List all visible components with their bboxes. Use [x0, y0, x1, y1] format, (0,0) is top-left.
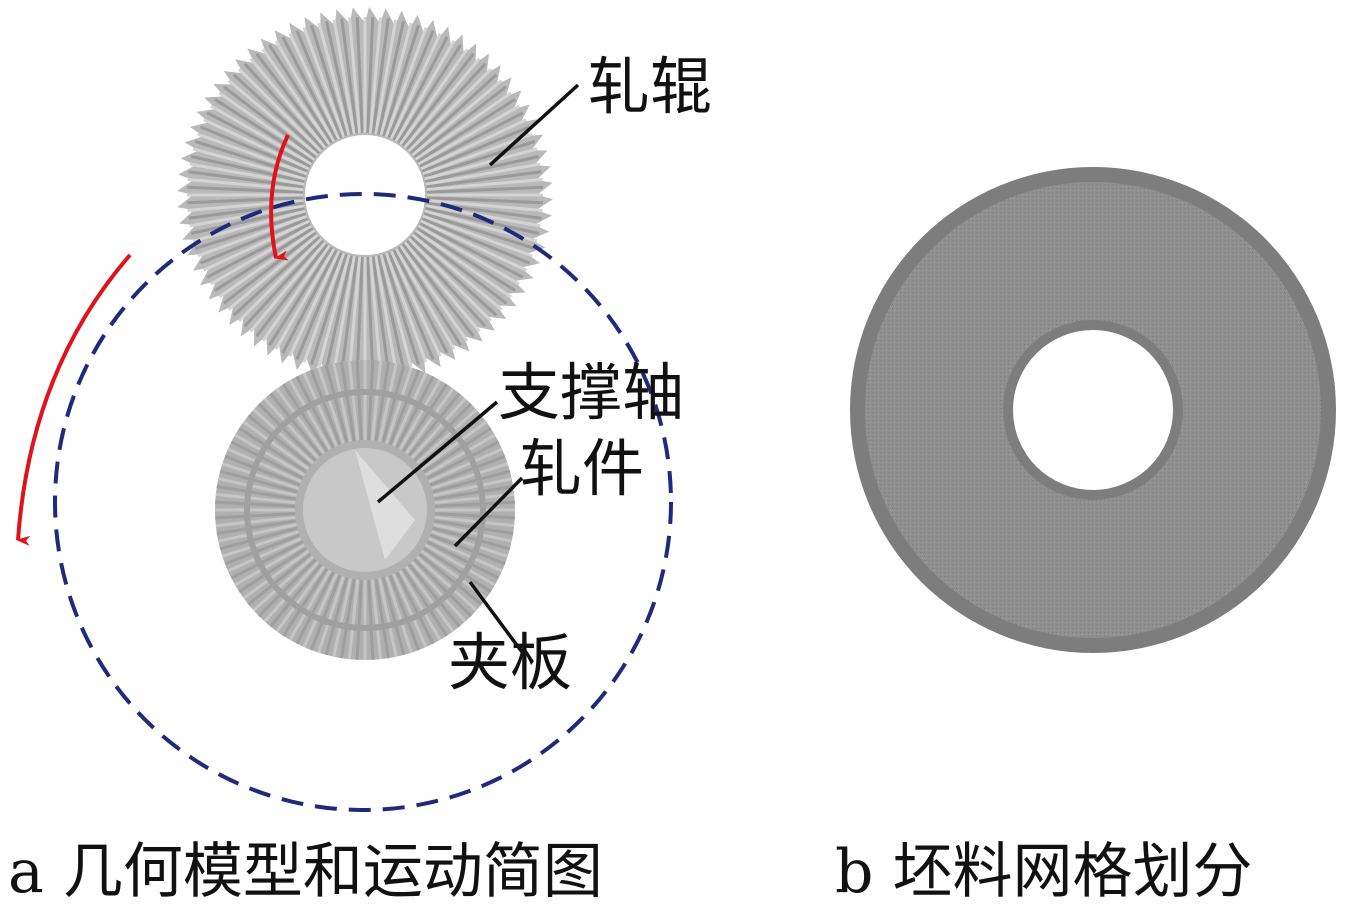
- workpiece-gear: [215, 360, 515, 660]
- roll-rotation-arrow: [269, 134, 290, 261]
- roll-gear: [177, 7, 553, 383]
- label-clamp-plate: 夹板: [448, 626, 573, 699]
- dashed-motion-path: [53, 192, 673, 812]
- blank-mesh-ring: [850, 167, 1336, 653]
- orbit-rotation-arrow: [16, 253, 132, 546]
- label-workpiece: 轧件: [520, 432, 645, 505]
- caption-b: b 坯料网格划分: [835, 837, 1253, 907]
- caption-a: a 几何模型和运动简图: [8, 837, 603, 907]
- label-support-shaft: 支撑轴: [498, 356, 685, 429]
- leader-lines: [376, 83, 580, 654]
- label-roll: 轧辊: [588, 50, 713, 123]
